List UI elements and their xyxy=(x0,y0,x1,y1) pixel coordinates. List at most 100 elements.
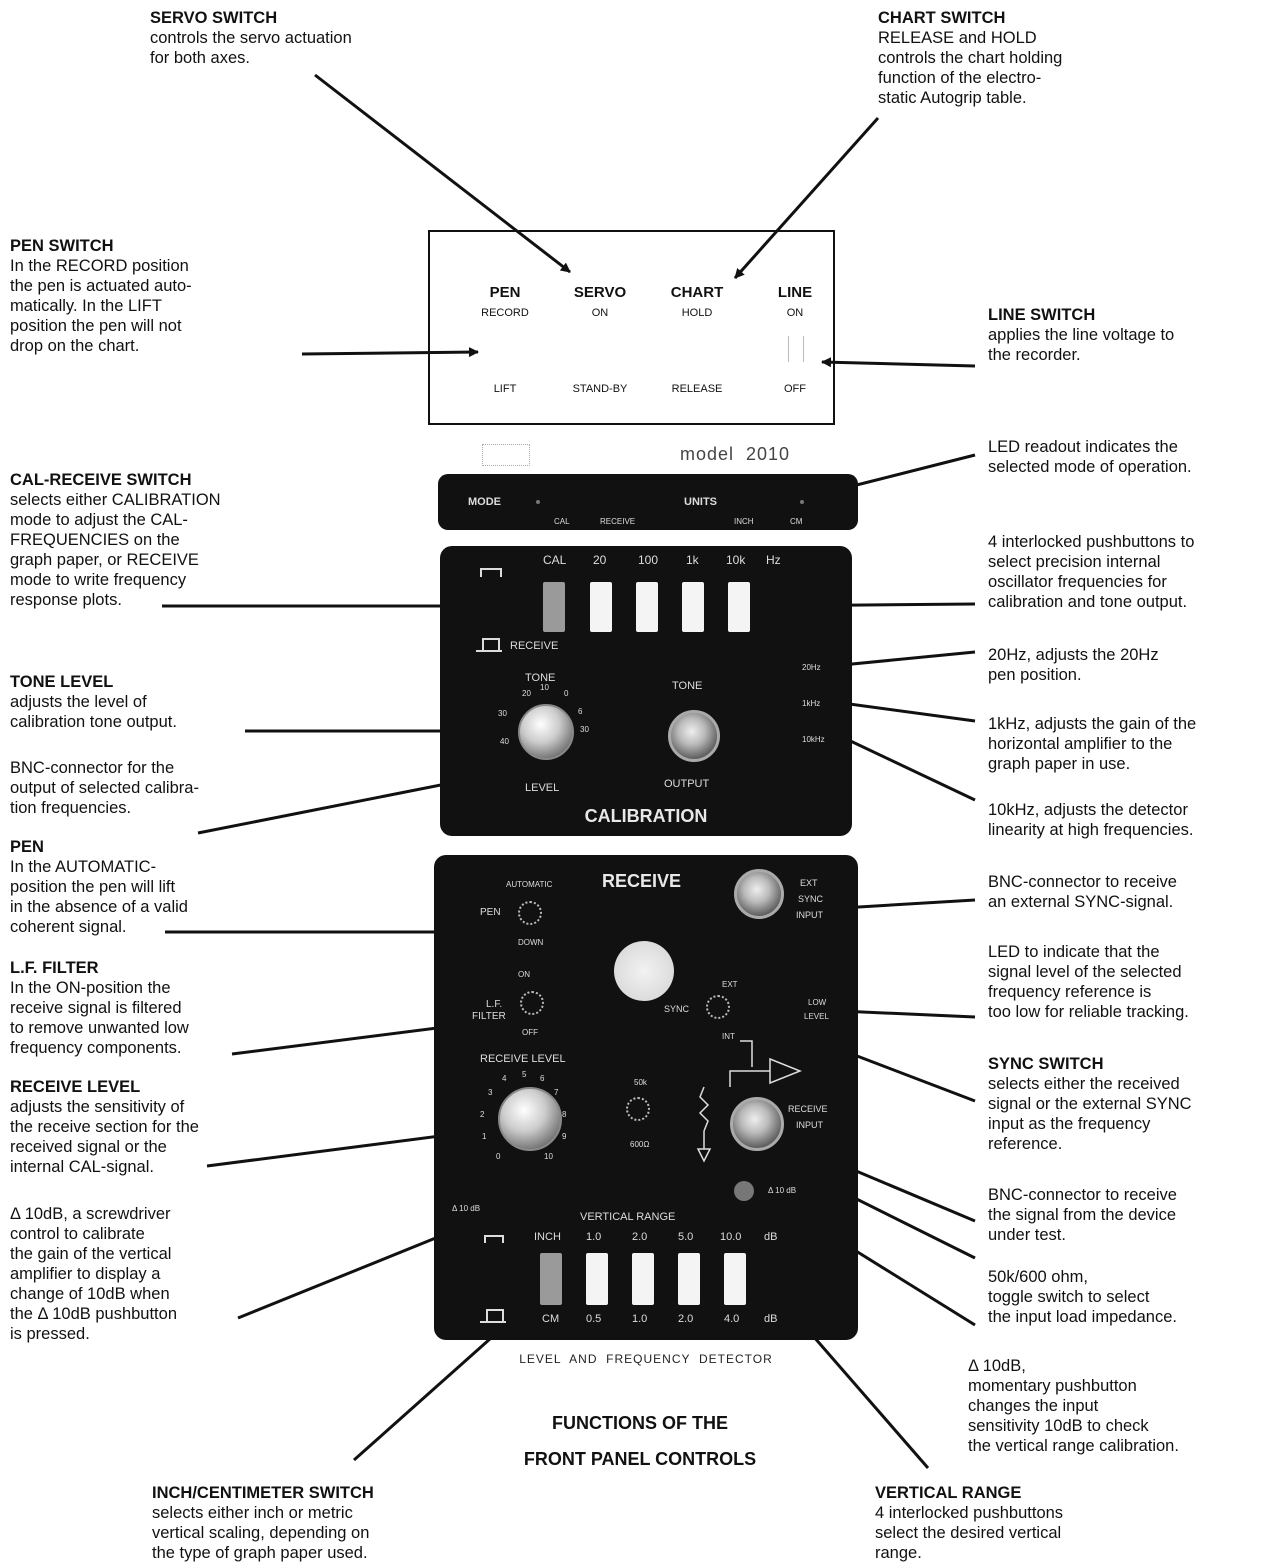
tone-dial-20: 20 xyxy=(522,689,531,698)
pushbutton-in-base-icon xyxy=(476,650,502,652)
servo-arrow xyxy=(314,73,571,274)
bnc-receive-desc: BNC-connector to receive the signal from… xyxy=(988,1186,1177,1244)
range-1-pushbutton[interactable] xyxy=(586,1253,608,1305)
pen-switch-top: RECORD xyxy=(481,307,529,319)
rx-dial-5: 5 xyxy=(522,1070,527,1079)
input-label: INPUT xyxy=(796,910,823,920)
chart-switch-label: CHART xyxy=(670,284,724,301)
pushbuttons-annotation: 4 interlocked pushbuttons to select prec… xyxy=(988,532,1194,612)
cal-button-label: CAL xyxy=(543,553,567,567)
vertical-range-desc: 4 interlocked pushbuttons select the des… xyxy=(875,1504,1064,1562)
servo-switch-title: SERVO SWITCH xyxy=(150,9,278,27)
line-switch-top: ON xyxy=(786,307,804,319)
tone-level-desc: adjusts the level of calibration tone ou… xyxy=(10,693,177,731)
khz1-desc: 1kHz, adjusts the gain of the horizontal… xyxy=(988,715,1197,773)
delta10-screw-desc: Δ 10dB, a screwdriver control to calibra… xyxy=(10,1205,177,1343)
servo-switch-label: SERVO xyxy=(573,284,627,301)
trim-20hz-label: 20Hz xyxy=(802,663,821,672)
pen-toggle-switch[interactable] xyxy=(518,901,542,925)
rx-dial-7: 7 xyxy=(554,1088,559,1097)
detector-footer-label: LEVEL AND FREQUENCY DETECTOR xyxy=(519,1352,773,1366)
line-switch-title: LINE SWITCH xyxy=(988,306,1096,324)
range-2-pushbutton[interactable] xyxy=(632,1253,654,1305)
impedance-toggle[interactable] xyxy=(626,1097,650,1121)
receive-input-bnc[interactable] xyxy=(730,1097,784,1151)
switch-pen[interactable]: PEN RECORD LIFT xyxy=(460,284,550,395)
tone-level-annotation: TONE LEVEL adjusts the level of calibrat… xyxy=(10,672,177,732)
vertical-range-annotation: VERTICAL RANGE 4 interlocked pushbuttons… xyxy=(875,1483,1063,1563)
hz20-annotation: 20Hz, adjusts the 20Hz pen position. xyxy=(988,645,1159,685)
servo-switch-annotation: SERVO SWITCH controls the servo actuatio… xyxy=(150,8,352,68)
lf-filter-toggle[interactable] xyxy=(520,991,544,1015)
khz1-pushbutton[interactable] xyxy=(682,582,704,632)
lf-on-label: ON xyxy=(518,970,530,979)
bnc-output-desc: BNC-connector for the output of selected… xyxy=(10,759,199,817)
khz10-button-label: 10k xyxy=(726,553,746,567)
servo-switch-top: ON xyxy=(591,307,609,319)
impedance-600-label: 600Ω xyxy=(630,1140,650,1149)
lf-filter-title: L.F. FILTER xyxy=(10,959,99,977)
range-5-pushbutton[interactable] xyxy=(678,1253,700,1305)
hz20-desc: 20Hz, adjusts the 20Hz pen position. xyxy=(988,646,1159,684)
units-label: UNITS xyxy=(684,496,717,508)
cal-pushbutton[interactable] xyxy=(543,582,565,632)
tone-level-knob[interactable] xyxy=(518,704,574,760)
tone-knob-label: TONE xyxy=(525,672,556,684)
sync-toggle-label: SYNC xyxy=(664,1004,690,1014)
tone-output-bnc[interactable] xyxy=(668,710,720,762)
tone-dial-0: 0 xyxy=(564,689,569,698)
pen-automatic-label: AUTOMATIC xyxy=(506,880,553,889)
impedance-annotation: 50k/600 ohm, toggle switch to select the… xyxy=(988,1267,1177,1327)
inch-1-label: 1.0 xyxy=(586,1231,602,1243)
khz1-annotation: 1kHz, adjusts the gain of the horizontal… xyxy=(988,714,1196,774)
tone-output-label: OUTPUT xyxy=(664,778,710,790)
inch-cm-pushbutton[interactable] xyxy=(540,1253,562,1305)
low-level-led-icon xyxy=(614,941,674,1001)
inch-5-label: 5.0 xyxy=(678,1231,694,1243)
chart-switch-desc: RELEASE and HOLD controls the chart hold… xyxy=(878,29,1063,107)
range-10-pushbutton[interactable] xyxy=(724,1253,746,1305)
sync-toggle-switch[interactable] xyxy=(706,995,730,1019)
sync-int-label: INT xyxy=(722,1032,735,1041)
mode-led-icon xyxy=(536,500,540,504)
delta10-pushbutton[interactable] xyxy=(734,1181,754,1201)
cm-2-label: 2.0 xyxy=(678,1313,694,1325)
hz100-pushbutton[interactable] xyxy=(636,582,658,632)
hz20-arrow xyxy=(841,650,976,670)
led-readout-desc: LED readout indicates the selected mode … xyxy=(988,438,1192,476)
pen-switch-desc: In the RECORD position the pen is actuat… xyxy=(10,257,192,355)
pushbutton-in-icon xyxy=(482,638,500,650)
switch-line[interactable]: LINE ON OFF xyxy=(750,284,840,395)
sync-switch-annotation: SYNC SWITCH selects either the received … xyxy=(988,1054,1192,1154)
tone-dial-40: 40 xyxy=(500,737,509,746)
chart-switch-annotation: CHART SWITCH RELEASE and HOLD controls t… xyxy=(878,8,1062,108)
cal-receive-desc: selects either CALIBRATION mode to adjus… xyxy=(10,491,221,609)
pen-switch-bottom: LIFT xyxy=(493,383,517,395)
hz20-pushbutton[interactable] xyxy=(590,582,612,632)
led-low-desc: LED to indicate that the signal level of… xyxy=(988,943,1189,1021)
switch-chart[interactable]: CHART HOLD RELEASE xyxy=(652,284,742,395)
rx-dial-9: 9 xyxy=(562,1132,567,1141)
receive-level-label: RECEIVE LEVEL xyxy=(480,1053,566,1065)
servo-switch-bottom: STAND-BY xyxy=(572,383,628,395)
khz10-pushbutton[interactable] xyxy=(728,582,750,632)
inch-2-label: 2.0 xyxy=(632,1231,648,1243)
lf-filter-desc: In the ON-position the receive signal is… xyxy=(10,979,189,1057)
switch-servo[interactable]: SERVO ON STAND-BY xyxy=(555,284,645,395)
vertical-range-label: VERTICAL RANGE xyxy=(580,1211,676,1223)
ext-sync-bnc[interactable] xyxy=(734,869,784,919)
tone-dial-10: 10 xyxy=(540,683,549,692)
cm-1-label: 1.0 xyxy=(632,1313,648,1325)
receive-level-knob[interactable] xyxy=(498,1087,562,1151)
mode-units-panel: MODE CAL RECEIVE UNITS INCH CM xyxy=(438,474,858,530)
rx-dial-6: 6 xyxy=(540,1074,545,1083)
chart-switch-bottom: RELEASE xyxy=(671,383,723,395)
lf-filter-annotation: L.F. FILTER In the ON-position the recei… xyxy=(10,958,189,1058)
delta10-push-desc: Δ 10dB, momentary pushbutton changes the… xyxy=(968,1357,1179,1455)
hz100-button-label: 100 xyxy=(638,553,659,567)
caption-line-1: FUNCTIONS OF THE xyxy=(552,1413,728,1433)
bnc-receive-annotation: BNC-connector to receive the signal from… xyxy=(988,1185,1177,1245)
chart-switch-top: HOLD xyxy=(681,307,713,319)
receive-input-label-2: INPUT xyxy=(796,1120,823,1130)
cal-receive-title: CAL-RECEIVE SWITCH xyxy=(10,471,192,489)
